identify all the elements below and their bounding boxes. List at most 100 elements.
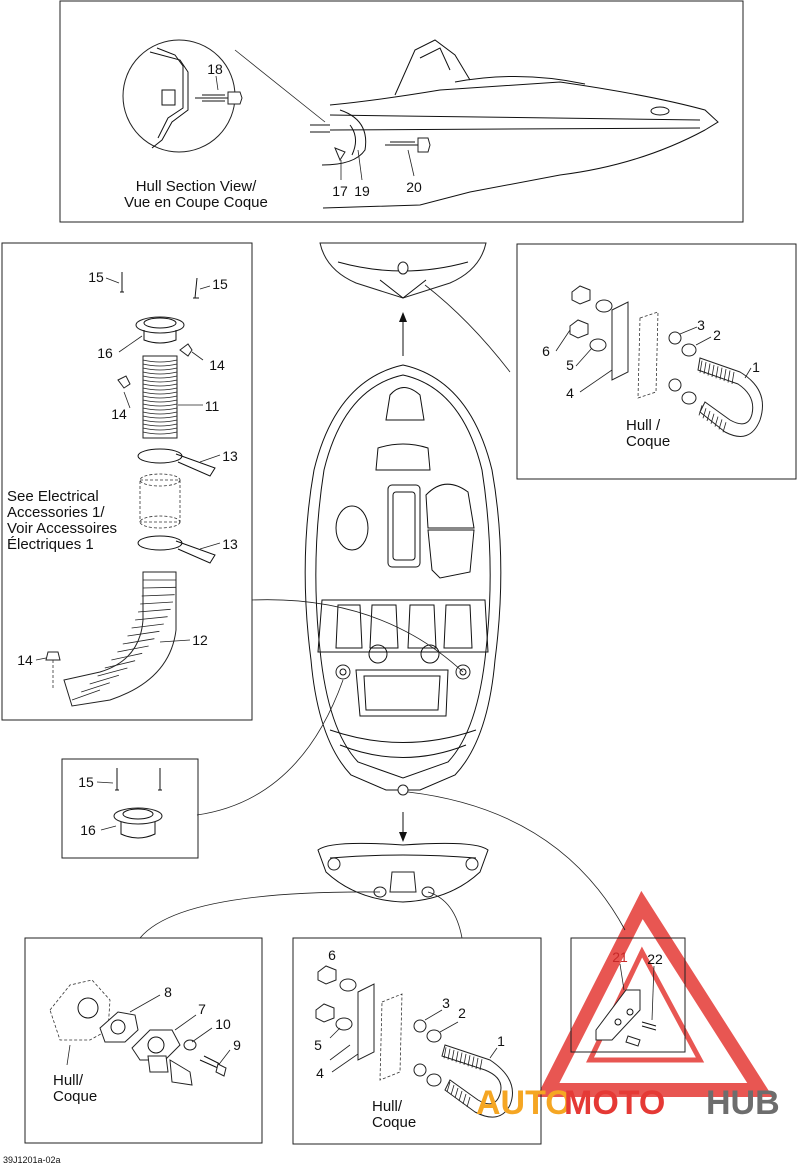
panel-drain-plug bbox=[24, 937, 263, 1144]
watercraft-top-view bbox=[304, 364, 502, 842]
hose-rib bbox=[455, 1051, 459, 1063]
vent-hose-drawing bbox=[45, 272, 216, 707]
callout-12: 12 bbox=[192, 632, 208, 648]
hose-rib bbox=[463, 1053, 467, 1066]
hose-rib bbox=[142, 371, 178, 375]
stern-callout-2: 2 bbox=[458, 1005, 466, 1021]
skid-plate-drawing bbox=[595, 989, 657, 1047]
watermark-word-auto: AUTO bbox=[476, 1084, 572, 1122]
hose-rib bbox=[722, 422, 727, 433]
hose-rib bbox=[699, 360, 703, 373]
hose-rib bbox=[715, 366, 719, 379]
see-electrical-line3: Voir Accessoires bbox=[7, 520, 117, 537]
hose-rib bbox=[142, 586, 176, 589]
hose-rib bbox=[137, 608, 171, 613]
diagram-code: 39J1201a-02a bbox=[3, 1155, 61, 1165]
hose-rib bbox=[142, 367, 178, 371]
hose-rib bbox=[142, 359, 178, 363]
section-view-drawing bbox=[149, 47, 243, 149]
stern-callout-1: 1 bbox=[497, 1033, 505, 1049]
hose-rib bbox=[479, 1059, 483, 1071]
hull-coque-label-c-line1: Hull/ bbox=[372, 1098, 403, 1115]
hull-coque-label-b-line1: Hull/ bbox=[53, 1072, 84, 1089]
watermark-logo: AUTO MOTO HUB bbox=[476, 1084, 780, 1122]
stern-detail bbox=[317, 842, 489, 903]
hull-coque-label-c-line2: Coque bbox=[372, 1114, 416, 1131]
hose-rib bbox=[707, 363, 711, 376]
callout-18: 18 bbox=[207, 61, 223, 77]
callout-11: 11 bbox=[205, 398, 220, 414]
hose-rib bbox=[117, 645, 149, 653]
hose-rib bbox=[446, 1081, 451, 1093]
hose-rib bbox=[451, 1049, 455, 1062]
panel-vent-cap bbox=[61, 758, 199, 859]
hose-rib bbox=[142, 403, 178, 407]
hose-rib bbox=[140, 601, 174, 605]
callout-17: 17 bbox=[332, 183, 348, 199]
hose-rib bbox=[718, 419, 723, 430]
skid-callout-21: 21 bbox=[612, 949, 628, 965]
hull-section-caption-line2: Vue en Coupe Coque bbox=[124, 194, 268, 211]
drain-callout-7: 7 bbox=[198, 1001, 206, 1017]
hose-rib bbox=[714, 416, 719, 427]
bow-callout-1: 1 bbox=[752, 359, 760, 375]
hull-section-caption-line1: Hull Section View/ bbox=[136, 178, 257, 195]
callout-14a: 14 bbox=[209, 357, 225, 373]
hose-rib bbox=[142, 407, 178, 411]
hose-rib bbox=[727, 370, 731, 383]
hose-rib bbox=[97, 667, 128, 677]
callout-20: 20 bbox=[406, 179, 422, 195]
hose-rib bbox=[142, 431, 178, 435]
section-view-circle bbox=[122, 39, 236, 153]
hose-rib bbox=[475, 1057, 479, 1069]
panel-stern-eye bbox=[292, 937, 542, 1145]
drain-callout-10: 10 bbox=[215, 1016, 231, 1032]
hose-rib bbox=[471, 1056, 475, 1068]
panel-hull-section bbox=[59, 0, 744, 223]
callout-13a: 13 bbox=[222, 448, 238, 464]
callout-16: 16 bbox=[97, 345, 113, 361]
stern-callout-5: 5 bbox=[314, 1037, 322, 1053]
hose-rib bbox=[142, 375, 178, 379]
hose-rib bbox=[466, 1096, 471, 1108]
hose-rib bbox=[467, 1055, 471, 1067]
hose-rib bbox=[81, 682, 110, 693]
callout-19: 19 bbox=[354, 183, 370, 199]
hose-rib bbox=[142, 391, 178, 395]
skid-callout-22: 22 bbox=[647, 951, 663, 967]
hose-rib bbox=[702, 408, 707, 419]
hose-rib bbox=[454, 1087, 459, 1099]
vent-cap-drawing bbox=[113, 768, 163, 839]
watermark-triangle bbox=[536, 890, 773, 1097]
see-electrical-line2: Accessories 1/ bbox=[7, 504, 105, 521]
hose-rib bbox=[142, 387, 178, 391]
watermark-word-hub: HUB bbox=[706, 1084, 780, 1122]
hull-coque-label-a-line1: Hull / bbox=[626, 417, 661, 434]
bow-callout-4: 4 bbox=[566, 385, 574, 401]
bow-callout-2: 2 bbox=[713, 327, 721, 343]
hose-rib bbox=[698, 405, 703, 416]
hose-rib bbox=[142, 363, 178, 367]
callout-13b: 13 bbox=[222, 536, 238, 552]
hose-rib bbox=[131, 623, 164, 629]
hose-rib bbox=[122, 638, 155, 645]
hose-rib bbox=[731, 371, 735, 384]
hose-rib bbox=[443, 1047, 447, 1059]
hose-rib bbox=[135, 616, 168, 621]
hose-rib bbox=[142, 395, 178, 399]
hose-rib bbox=[141, 594, 175, 597]
callout-14b: 14 bbox=[111, 406, 127, 422]
hose-rib bbox=[142, 415, 178, 419]
bow-detail bbox=[319, 242, 487, 356]
boat-side-view bbox=[310, 39, 719, 209]
hose-rib bbox=[706, 410, 711, 422]
see-electrical-line1: See Electrical bbox=[7, 488, 99, 505]
stern-eye-drawing bbox=[315, 965, 513, 1118]
hose-rib bbox=[723, 369, 727, 382]
hose-rib bbox=[142, 399, 178, 403]
panel-bow-eye bbox=[516, 243, 797, 480]
bow-callout-6: 6 bbox=[542, 343, 550, 359]
hull-coque-label-a-line2: Coque bbox=[626, 433, 670, 450]
hose-rib bbox=[142, 419, 178, 423]
panel-vent-hose bbox=[1, 242, 253, 721]
